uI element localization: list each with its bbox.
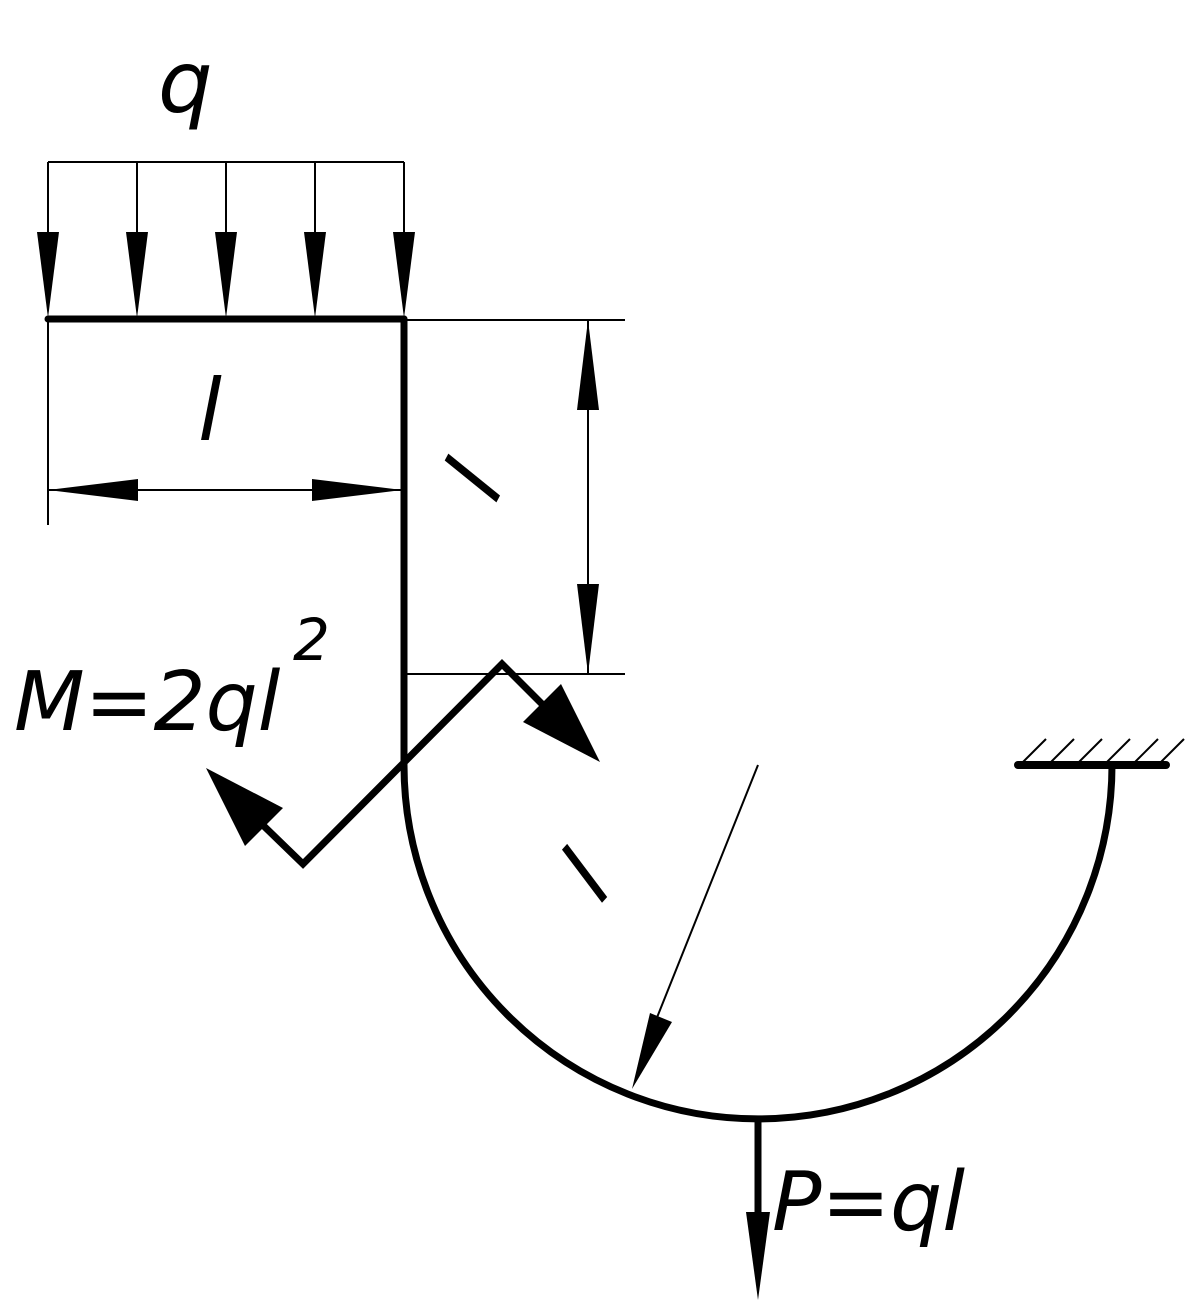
distributed-load	[37, 161, 415, 318]
hatched-wall-support-icon	[1014, 738, 1185, 769]
moment-symbol	[206, 659, 600, 869]
dimension-arrow-top	[577, 320, 599, 410]
radius-indicator	[632, 764, 759, 1089]
dimension-arrow-left	[48, 479, 138, 501]
force-label: P=ql	[772, 1155, 965, 1250]
load-arrow	[304, 162, 326, 318]
load-arrow	[37, 162, 59, 318]
radius-arrow	[632, 1013, 672, 1089]
arc-radius-label: l	[541, 834, 631, 919]
moment-line	[234, 659, 563, 869]
radius-line	[651, 764, 759, 1031]
semicircular-member	[400, 761, 1116, 1123]
load-arrow	[215, 162, 237, 318]
load-arrow	[126, 162, 148, 318]
dimension-arrow-bottom	[577, 584, 599, 674]
load-label: q	[158, 33, 213, 133]
moment-arrow-left	[206, 768, 283, 846]
horizontal-dimension	[47, 319, 404, 525]
load-arrow	[393, 162, 415, 318]
horizontal-length-label: l	[198, 361, 222, 461]
dimension-arrow-right	[312, 479, 402, 501]
vertical-length-label: l	[425, 447, 525, 515]
force-arrowhead	[746, 1212, 770, 1300]
moment-label: M=2ql	[14, 655, 281, 750]
moment-arrow-right	[523, 684, 600, 762]
moment-power-label: 2	[293, 606, 330, 674]
force-arrow	[746, 1117, 770, 1300]
